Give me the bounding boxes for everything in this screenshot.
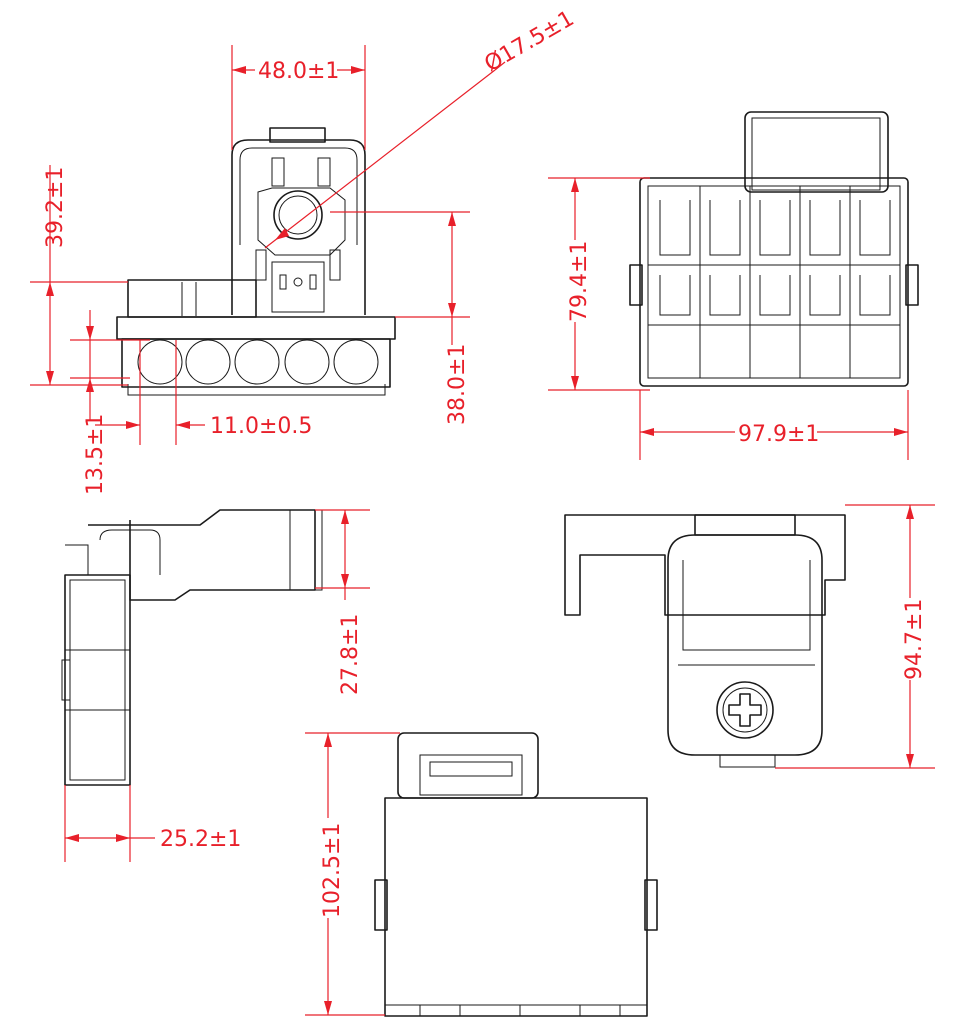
front-dimensions: 48.0±1 Ø17.5±1 39.2±1 38.0±1 13.5±1 [30,6,579,495]
dim-bottom-height: 13.5±1 [83,414,108,495]
bottom-view [374,732,658,1017]
dim-diameter: Ø17.5±1 [481,6,579,77]
dim-side-depth: 25.2±1 [160,827,241,852]
dim-top-width: 48.0±1 [258,59,339,84]
dim-right-width: 97.9±1 [738,422,819,447]
rear-view [564,514,846,768]
dim-center-height: 38.0±1 [445,344,470,425]
bottom-dimensions: 102.5±1 [305,732,400,1016]
dim-side-height: 27.8±1 [338,614,363,695]
rear-dimensions: 94.7±1 [775,504,935,769]
dim-pitch: 11.0±0.5 [210,414,312,439]
right-view [629,111,919,387]
side-view [61,509,323,786]
dim-right-height: 79.4±1 [567,241,592,322]
dim-left-height: 39.2±1 [43,167,68,248]
side-dimensions: 27.8±1 25.2±1 [64,509,370,862]
front-view [116,127,396,396]
dim-rear-height: 94.7±1 [902,599,927,680]
right-dimensions: 79.4±1 97.9±1 [548,177,909,460]
terminal-grid [648,186,900,378]
dim-bottom-height-b: 102.5±1 [320,823,345,918]
